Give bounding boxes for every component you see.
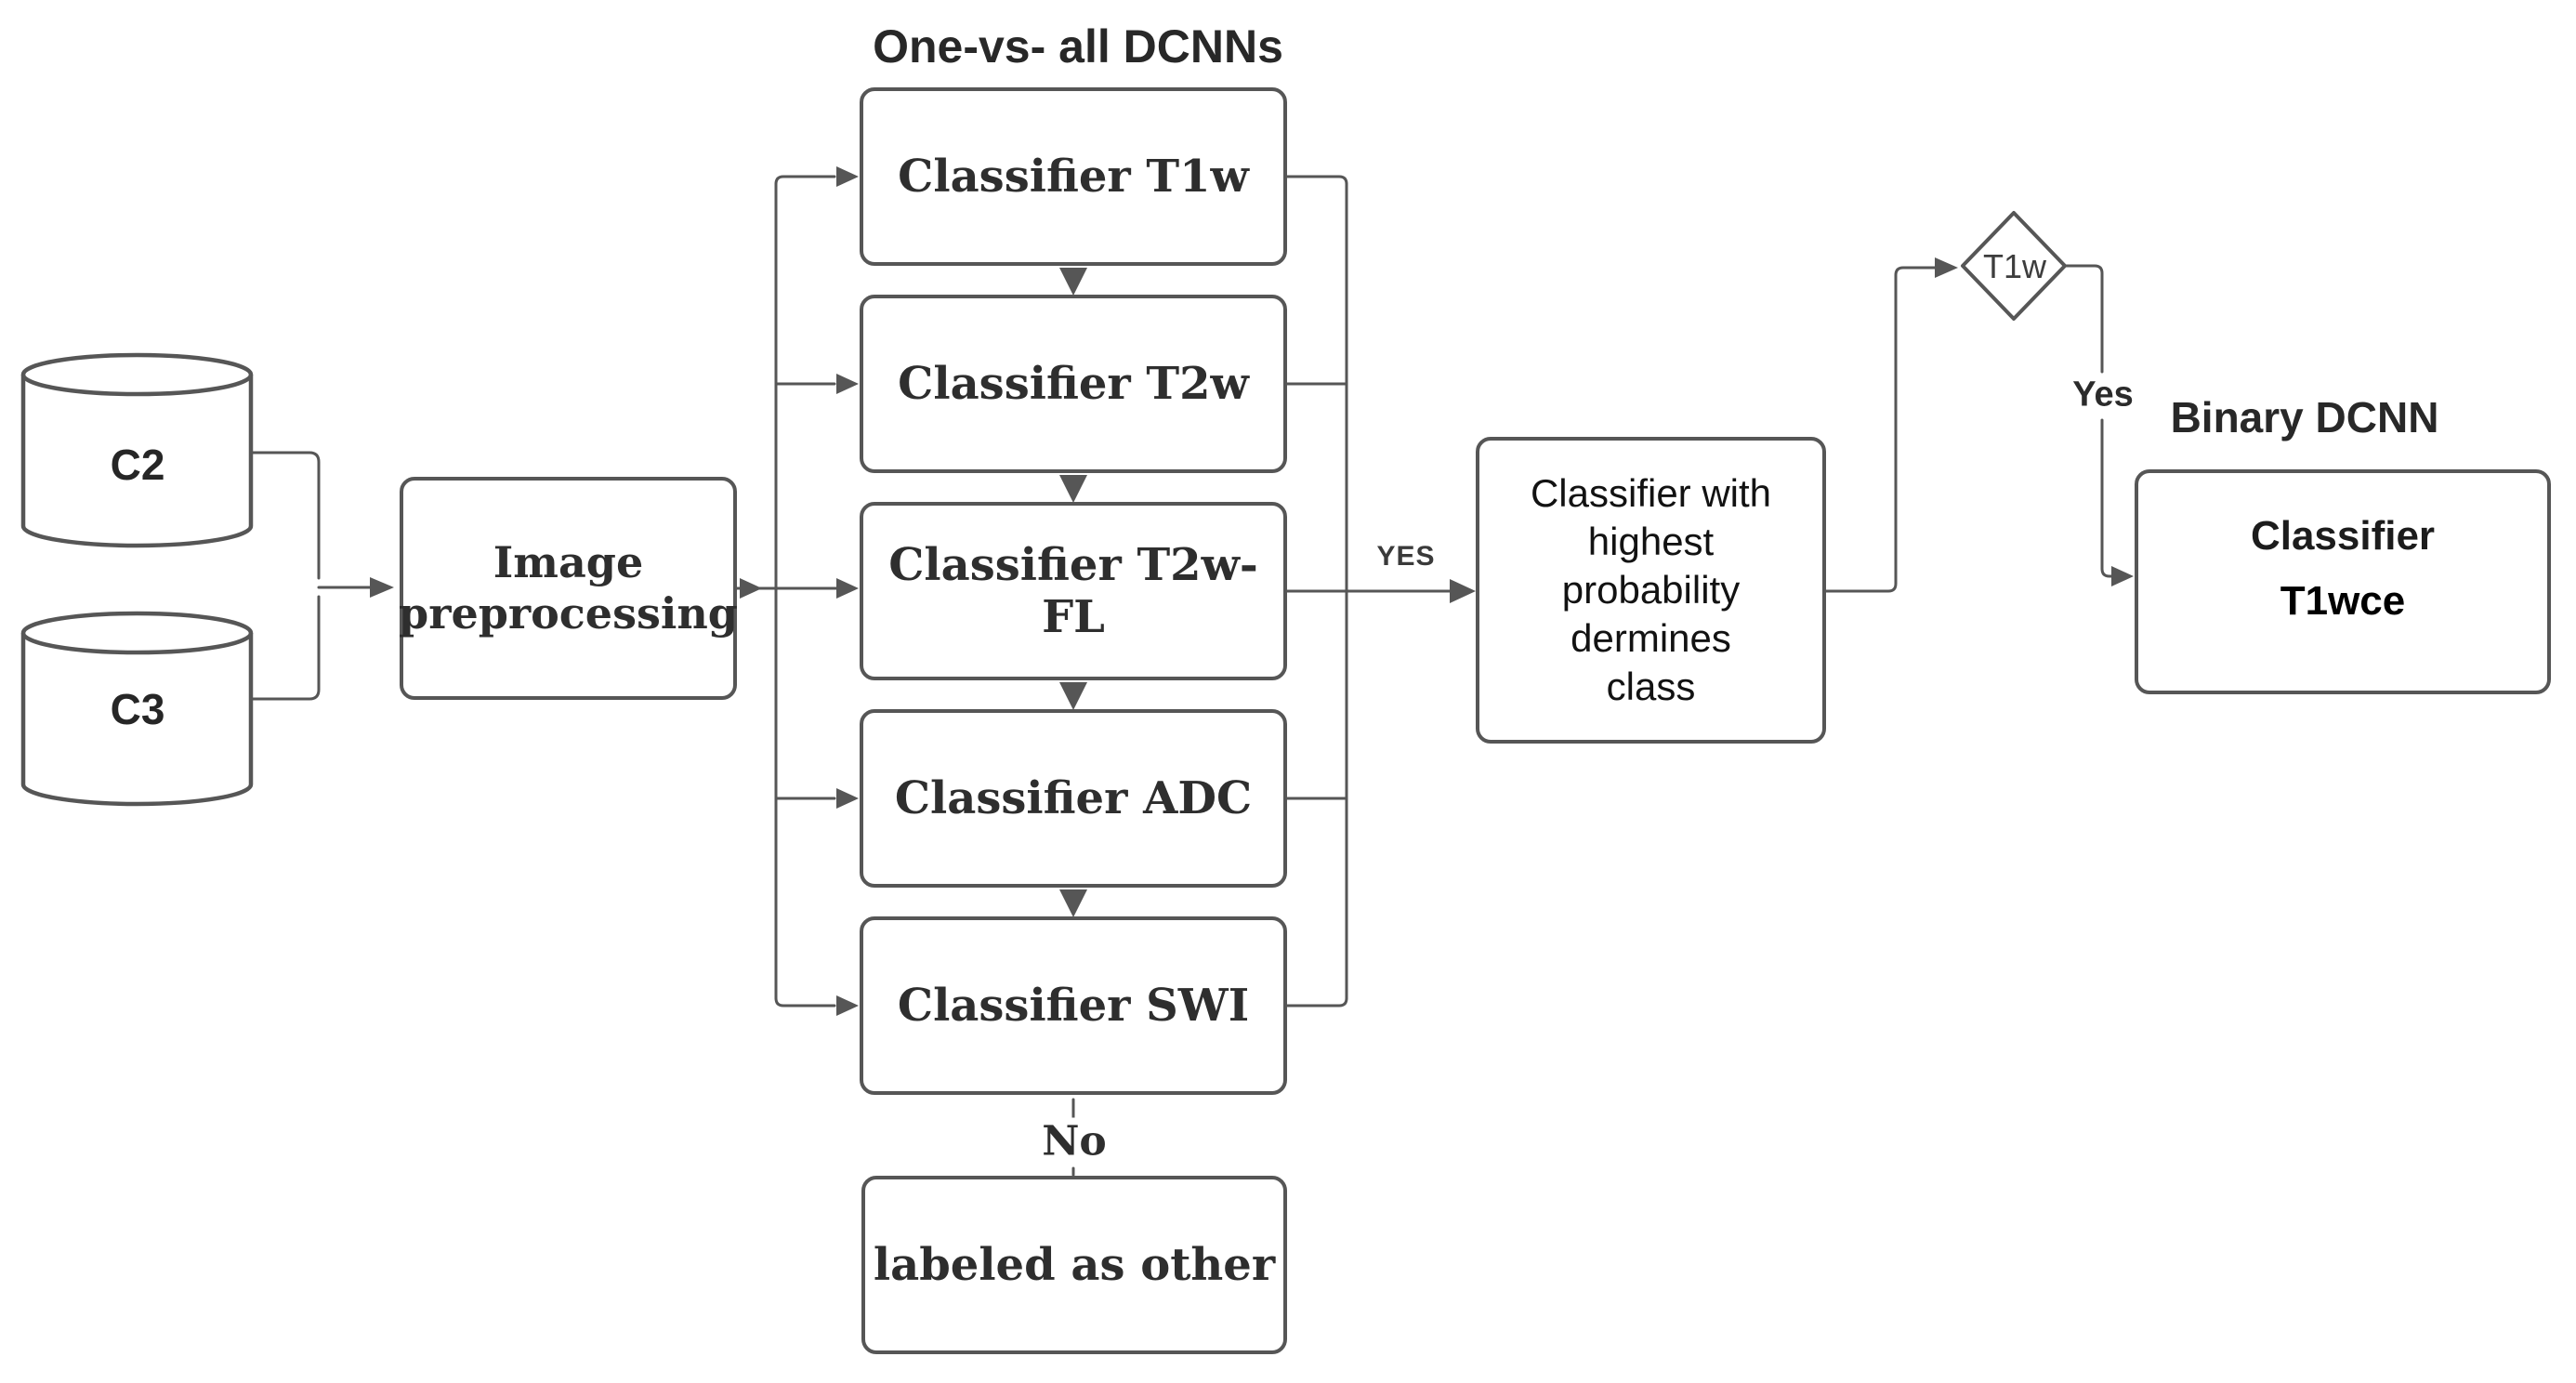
yes-edge-label: Yes (2067, 375, 2139, 415)
highest-prob-line1: Classifier with (1530, 471, 1772, 515)
binary-classifier-line2: T1wce (2280, 578, 2406, 624)
preprocessing-line1: Image (493, 536, 644, 587)
binary-classifier-line1: Classifier (2250, 513, 2436, 559)
highest-prob-line3: probability (1561, 568, 1741, 612)
highest-prob-line4: dermines (1571, 616, 1731, 660)
edge-highest-prob-to-decision (1824, 257, 1958, 593)
no-edge-label: No (1042, 1117, 1107, 1166)
yes-caps-edge-label: YES (1376, 541, 1436, 572)
classifier-t2w-fl-box: Classifier T2w-FL (860, 502, 1287, 680)
labeled-as-other-box: labeled as other (861, 1176, 1287, 1354)
edge-preprocessing-to-classifiers (735, 166, 859, 1016)
binary-dcnn-title: Binary DCNN (2170, 393, 2439, 441)
classifier-t2w-box: Classifier T2w (860, 295, 1287, 473)
highest-prob-box: Classifier with highest probability derm… (1476, 437, 1826, 744)
decision-diamond-label: T1w (1982, 247, 2047, 285)
classifier-t1w-box: Classifier T1w (860, 87, 1287, 266)
highest-prob-line5: class (1606, 665, 1696, 708)
database-c2-label: C2 (110, 441, 165, 489)
binary-classifier-box: Classifier T1wce (2135, 469, 2551, 694)
preprocessing-box: Image preprocessing (399, 477, 738, 700)
classifier-t2w-label: Classifier T2w (898, 358, 1249, 410)
classifier-swi-label: Classifier SWI (897, 980, 1250, 1032)
edge-decision-to-binary (2063, 264, 2134, 586)
classifier-adc-label: Classifier ADC (894, 772, 1253, 824)
classifier-adc-box: Classifier ADC (860, 709, 1287, 888)
database-c2-shape (20, 352, 254, 548)
labeled-as-other-label: labeled as other (873, 1239, 1276, 1291)
database-c3-label: C3 (110, 685, 165, 733)
classifier-swi-box: Classifier SWI (860, 916, 1287, 1095)
one-vs-all-title: One-vs- all DCNNs (873, 20, 1283, 72)
highest-prob-line2: highest (1587, 520, 1715, 563)
edge-databases-to-preprocessing (249, 451, 394, 701)
classifier-t2w-fl-label: Classifier T2w-FL (888, 539, 1258, 643)
classifier-t1w-label: Classifier T1w (898, 151, 1249, 203)
database-c3-shape (20, 611, 254, 807)
edge-classifier-chain-arrows (1059, 268, 1087, 917)
preprocessing-line2: preprocessing (399, 588, 738, 639)
edge-classifiers-to-highest-prob (1285, 175, 1476, 1008)
